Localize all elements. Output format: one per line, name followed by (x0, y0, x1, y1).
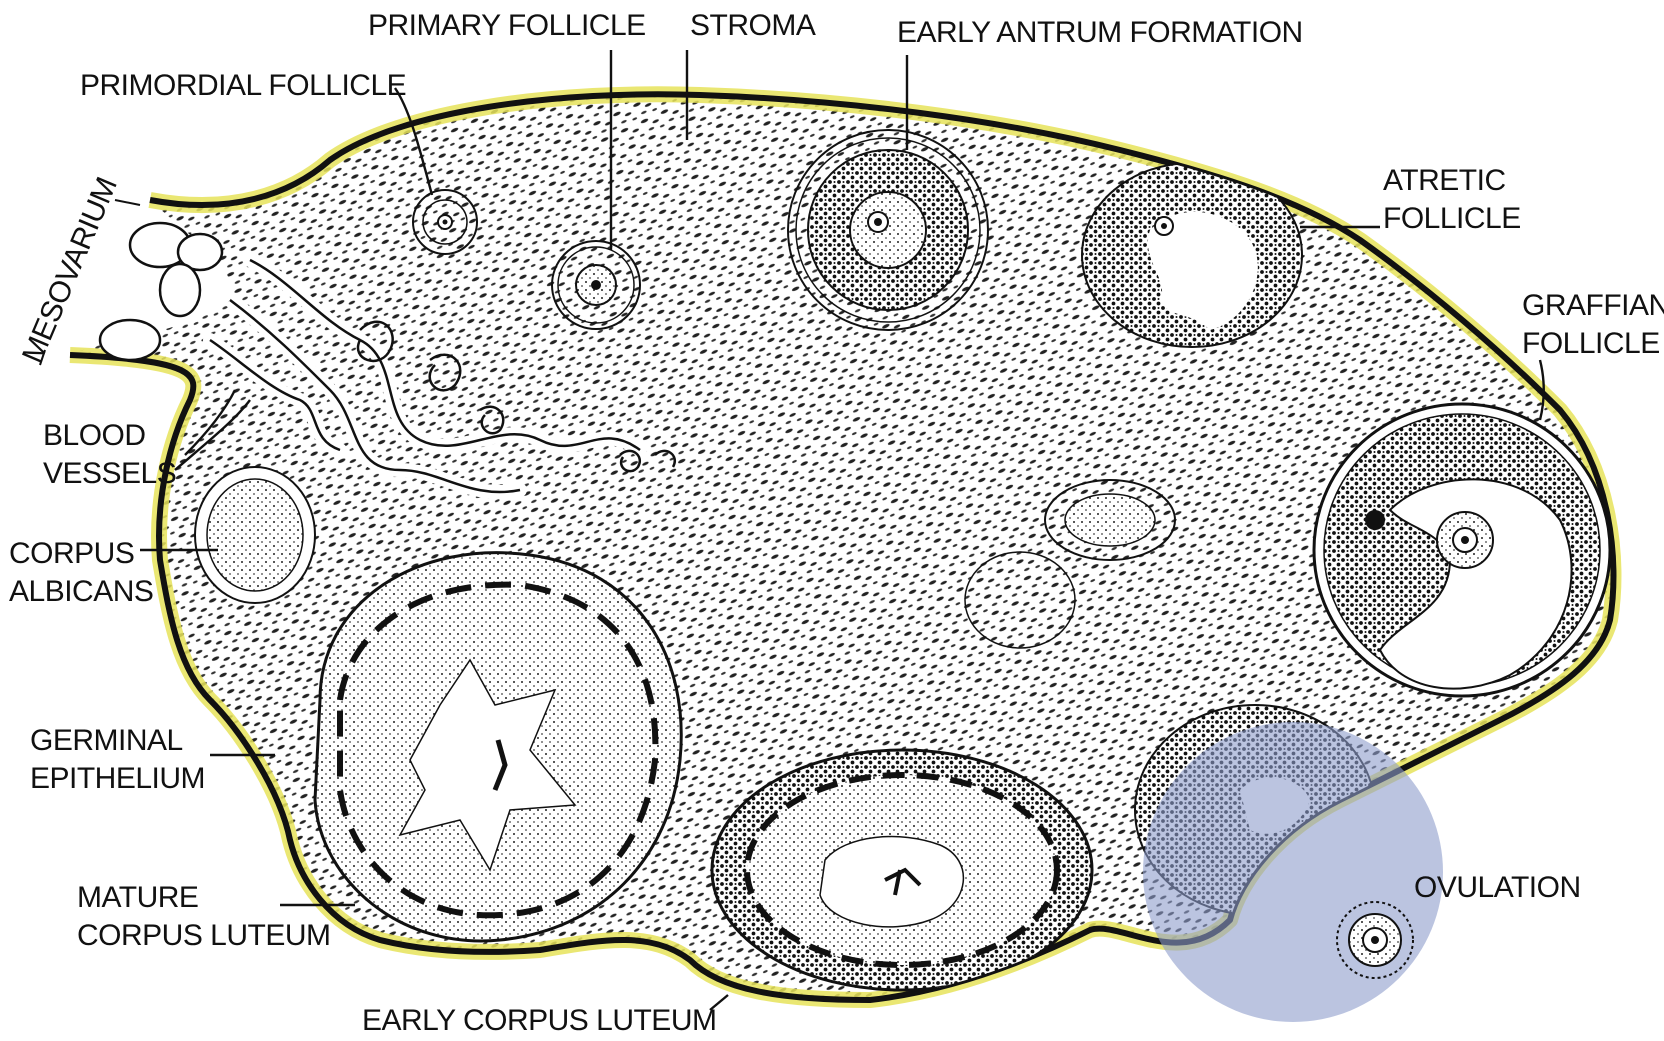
label-germinal-epithelium-line1: GERMINAL (30, 724, 183, 757)
label-early-corpus-luteum: EARLY CORPUS LUTEUM (362, 1004, 716, 1037)
label-ovulation: OVULATION (1414, 871, 1581, 904)
mature-corpus-luteum-structure (315, 553, 681, 941)
label-early-antrum-formation: EARLY ANTRUM FORMATION (897, 16, 1303, 49)
label-primary-follicle: PRIMARY FOLLICLE (368, 9, 646, 42)
label-graffian-follicle-line1: GRAFFIAN (1522, 289, 1664, 322)
early-corpus-luteum-structure (712, 750, 1092, 990)
label-mature-corpus-luteum-line2: CORPUS LUTEUM (77, 919, 331, 952)
label-germinal-epithelium-line2: EPITHELIUM (30, 762, 205, 795)
ovulation-highlight (1143, 722, 1443, 1022)
graffian-follicle-structure (1314, 404, 1610, 696)
label-graffian-follicle-line2: FOLLICLE (1522, 327, 1660, 360)
label-blood-vessels-line2: VESSELS (43, 457, 176, 490)
label-atretic-follicle-line2: FOLLICLE (1383, 202, 1521, 235)
label-atretic-follicle-line1: ATRETIC (1383, 164, 1506, 197)
label-corpus-albicans-line2: ALBICANS (9, 575, 153, 608)
corpus-albicans-structure (195, 467, 315, 603)
label-stroma: STROMA (690, 9, 816, 42)
primordial-follicle-structure (413, 190, 477, 254)
label-corpus-albicans-line1: CORPUS (9, 537, 134, 570)
label-blood-vessels-line1: BLOOD (43, 419, 146, 452)
label-primordial-follicle: PRIMORDIAL FOLLICLE (80, 69, 406, 102)
label-mature-corpus-luteum-line1: MATURE (77, 881, 198, 914)
